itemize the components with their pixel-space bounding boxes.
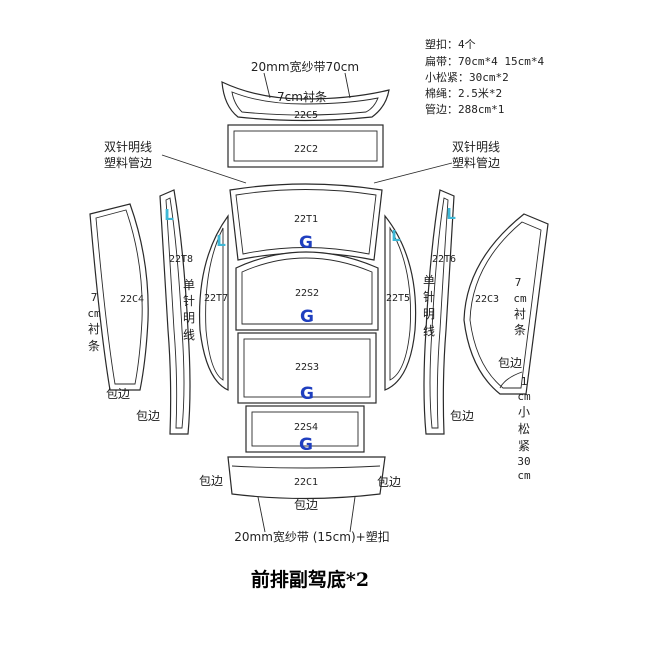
piece-22c3-inner: [469, 221, 542, 389]
note-elastic-5: 30: [517, 455, 530, 468]
label-22c1: 22C1: [294, 477, 318, 488]
marker-g-s4: G: [299, 435, 313, 455]
label-22t8: 22T8: [169, 254, 193, 265]
label-22c5: 22C5: [294, 110, 318, 121]
label-22s4: 22S4: [294, 422, 318, 433]
piece-22s4: [245, 405, 365, 453]
note-single-stitch-right-2: 明: [423, 307, 435, 321]
piece-22t8: [159, 189, 191, 435]
label-22c4: 22C4: [120, 294, 144, 305]
note-binding-bottom-right: 包边: [377, 475, 401, 489]
note-double-stitch-right-1: 双针明线: [452, 139, 500, 154]
note-binding-right-upper: 包边: [498, 356, 522, 370]
note-top-strap: 20mm宽纱带70cm: [251, 59, 359, 74]
note-bottom-strap: 20mm宽纱带 (15cm)+塑扣: [234, 529, 389, 544]
note-elastic-2: 小: [518, 405, 530, 419]
piece-22s3-inner: [243, 338, 371, 398]
piece-22t7-inner: [205, 227, 224, 381]
leader-top-strap-left: [263, 72, 271, 99]
note-elastic-1: cm: [517, 390, 531, 403]
piece-22c4-inner: [95, 209, 143, 385]
diagram-title: 前排副驾底*2: [251, 568, 369, 591]
marker-l-left-outer: L: [164, 206, 174, 224]
piece-22c2: [227, 124, 384, 168]
marker-l-right-outer: L: [446, 205, 456, 223]
piece-22c2-inner: [233, 130, 378, 162]
piece-22c5: [221, 81, 390, 122]
note-single-stitch-left-1: 针: [183, 293, 195, 308]
note-right-strip-0: 7: [515, 276, 522, 289]
marker-l-left-inner: L: [216, 232, 226, 250]
piece-22t5-inner: [389, 226, 411, 381]
note-binding-right-lower: 包边: [450, 409, 474, 423]
note-double-stitch-right-2: 塑料管边: [452, 155, 500, 170]
note-double-stitch-left-2: 塑料管边: [104, 155, 152, 170]
note-left-strip-0: 7: [91, 291, 98, 304]
note-single-stitch-right-3: 线: [423, 324, 435, 338]
note-left-strip-1: cm: [87, 307, 101, 320]
leader-bottom-strap-left: [257, 496, 266, 533]
piece-22t6-inner: [429, 197, 449, 429]
note-double-stitch-left-1: 双针明线: [104, 139, 152, 154]
label-22t5: 22T5: [386, 293, 410, 304]
piece-22s4-inner: [251, 411, 359, 447]
label-22c3: 22C3: [475, 294, 499, 305]
label-22t6: 22T6: [432, 254, 456, 265]
piece-22c3: [463, 213, 549, 395]
leader-double-stitch-right: [373, 162, 453, 184]
piece-22c5-inner: [231, 91, 379, 116]
note-elastic-4: 紧: [518, 439, 530, 453]
materials-line-1: 塑扣：4个: [425, 37, 476, 51]
note-single-stitch-left-0: 单: [183, 278, 195, 292]
piece-22t6: [423, 189, 455, 435]
label-22s3: 22S3: [295, 362, 319, 373]
piece-22t1-inner: [235, 189, 377, 255]
materials-line-3: 小松紧：30cm*2: [425, 70, 509, 84]
note-elastic-6: cm: [517, 469, 531, 482]
piece-22t7: [198, 214, 229, 391]
marker-g-s2: G: [300, 307, 314, 327]
marker-g-t1: G: [299, 233, 313, 253]
note-single-stitch-left-3: 线: [183, 328, 195, 342]
piece-22s3: [237, 332, 377, 404]
leader-bottom-strap-right: [349, 496, 356, 533]
marker-l-right-inner: L: [391, 227, 401, 245]
label-22s2: 22S2: [295, 288, 319, 299]
label-22t7: 22T7: [204, 293, 228, 304]
piece-22t1: [229, 183, 383, 261]
label-22t1: 22T1: [294, 214, 318, 225]
leader-double-stitch-left: [161, 154, 247, 184]
piece-22t8-inner: [165, 197, 185, 429]
note-elastic-3: 松: [518, 422, 530, 436]
note-binding-left-1: 包边: [106, 387, 130, 401]
leader-elastic: [499, 371, 523, 389]
note-left-strip-3: 条: [88, 339, 100, 353]
note-binding-left-2: 包边: [136, 409, 160, 423]
piece-22c4: [89, 203, 149, 391]
piece-22s2: [235, 251, 379, 331]
materials-line-5: 管边：288cm*1: [425, 102, 504, 116]
leader-top-strap-right: [344, 72, 351, 99]
note-right-strip-2: 衬: [514, 307, 526, 321]
note-right-strip-3: 条: [514, 323, 526, 337]
piece-22c1-inner: [231, 465, 381, 469]
label-22c2: 22C2: [294, 144, 318, 155]
materials-line-4: 棉绳：2.5米*2: [425, 86, 502, 100]
note-binding-bottom-left: 包边: [199, 474, 223, 488]
note-single-stitch-left-2: 明: [183, 311, 195, 325]
note-lining-7cm: 7cm衬条: [277, 90, 327, 104]
note-single-stitch-right-0: 单: [423, 274, 435, 288]
note-elastic-0: 1: [521, 375, 528, 388]
marker-g-s3: G: [300, 384, 314, 404]
piece-22s2-inner: [241, 257, 373, 325]
note-binding-bottom-center: 包边: [294, 498, 318, 512]
note-left-strip-2: 衬: [88, 322, 100, 336]
note-right-strip-1: cm: [513, 292, 527, 305]
materials-line-2: 扁带：70cm*4 15cm*4: [425, 55, 544, 68]
note-single-stitch-right-1: 针: [423, 289, 435, 304]
